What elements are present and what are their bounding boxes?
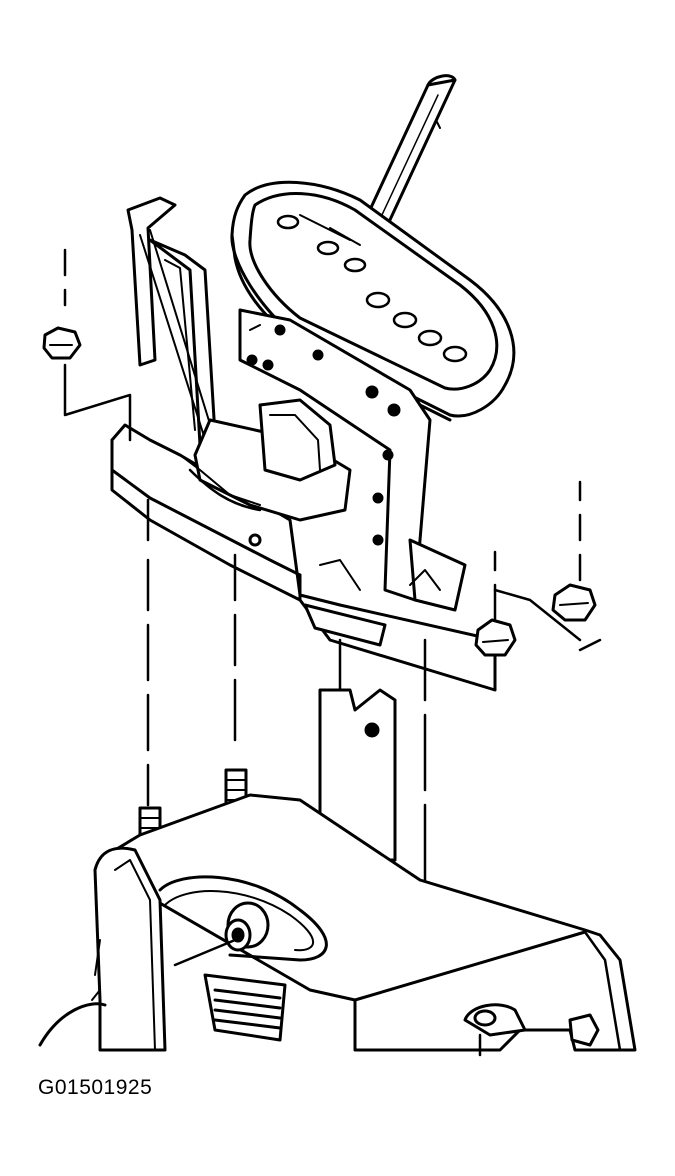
gear-position-indicators <box>278 215 466 361</box>
shift-indicator-bezel <box>232 182 514 420</box>
hex-nut-left <box>44 328 80 358</box>
lower-fixture <box>465 1005 598 1055</box>
figure-id-label: G01501925 <box>38 1076 153 1099</box>
shifter-base-bracket <box>112 198 495 690</box>
floor-console-base <box>40 690 635 1055</box>
hex-nut-right-front <box>476 620 515 655</box>
cable-bushing <box>175 903 268 965</box>
hex-nut-right-rear <box>553 585 595 620</box>
console-grille <box>205 975 285 1040</box>
